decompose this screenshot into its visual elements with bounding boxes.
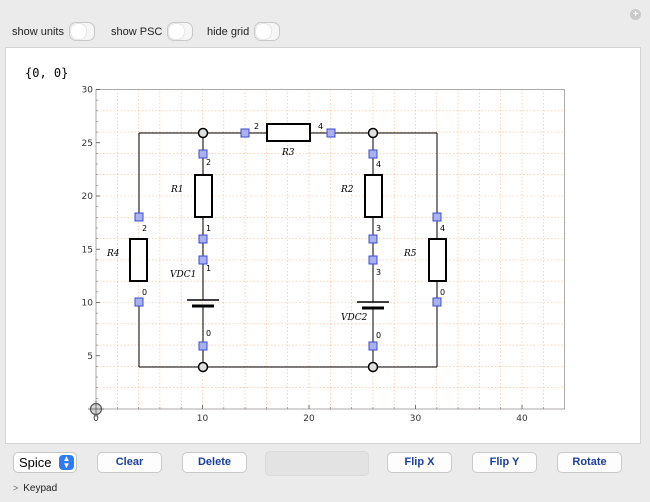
y-tick-label: 15 bbox=[82, 245, 93, 255]
node-label: 1 bbox=[206, 264, 211, 273]
resistor-r2[interactable] bbox=[364, 174, 383, 218]
y-tick-label: 5 bbox=[87, 352, 93, 362]
node-labels: 2 1 1 0 2 4 3 3 0 2 0 4 0 bbox=[142, 122, 445, 340]
terminal-node[interactable] bbox=[368, 234, 378, 244]
junction-node[interactable] bbox=[197, 127, 209, 139]
node-label: 0 bbox=[142, 288, 147, 297]
y-tick-label: 30 bbox=[82, 86, 94, 96]
node-label: 3 bbox=[376, 268, 381, 277]
node-label: 0 bbox=[376, 331, 381, 340]
resistor-r5[interactable] bbox=[428, 238, 447, 282]
node-label: 4 bbox=[318, 122, 323, 131]
name-field[interactable] bbox=[265, 451, 369, 476]
y-tick-label: 20 bbox=[82, 192, 94, 202]
delete-button[interactable]: Delete bbox=[182, 452, 247, 473]
show-psc-control: show PSC bbox=[111, 22, 194, 41]
node-label: 2 bbox=[142, 224, 147, 233]
clear-button[interactable]: Clear bbox=[97, 452, 162, 473]
terminal-node[interactable] bbox=[198, 149, 208, 159]
x-tick-label: 20 bbox=[303, 414, 315, 424]
terminal-node[interactable] bbox=[368, 255, 378, 265]
label-r4: R4 bbox=[106, 249, 120, 259]
label-vdc2: VDC2 bbox=[341, 313, 368, 323]
terminal-node[interactable] bbox=[368, 341, 378, 351]
coordinate-readout: {0, 0} bbox=[25, 66, 69, 80]
x-tick-label: 30 bbox=[410, 414, 422, 424]
chevron-right-icon: > bbox=[13, 483, 19, 493]
terminal-node[interactable] bbox=[134, 212, 144, 222]
label-r2: R2 bbox=[340, 185, 354, 195]
toggle-knob bbox=[256, 24, 272, 39]
label-vdc1: VDC1 bbox=[170, 270, 196, 280]
x-tick-label: 10 bbox=[197, 414, 209, 424]
terminal-node[interactable] bbox=[240, 128, 250, 138]
voltage-source-vdc1[interactable] bbox=[187, 299, 219, 308]
terminal-node[interactable] bbox=[198, 234, 208, 244]
keypad-label: Keypad bbox=[23, 483, 58, 494]
show-units-control: show units bbox=[12, 22, 95, 41]
keypad-toggle[interactable]: > Keypad bbox=[13, 483, 57, 494]
rotate-button[interactable]: Rotate bbox=[557, 452, 622, 473]
node-label: 4 bbox=[376, 160, 381, 169]
toggle-knob bbox=[70, 24, 86, 39]
node-label: 2 bbox=[254, 122, 259, 131]
node-label: 2 bbox=[206, 158, 211, 167]
show-units-toggle[interactable] bbox=[68, 22, 95, 41]
show-psc-label: show PSC bbox=[111, 25, 163, 38]
resistor-r3[interactable] bbox=[266, 123, 311, 142]
terminal-node[interactable] bbox=[198, 255, 208, 265]
label-r5: R5 bbox=[403, 249, 417, 259]
terminal-node[interactable] bbox=[432, 212, 442, 222]
terminal-node[interactable] bbox=[134, 297, 144, 307]
x-tick-label: 0 bbox=[93, 414, 99, 424]
terminals bbox=[134, 128, 442, 351]
chevron-up-down-icon: ▲▼ bbox=[59, 455, 74, 470]
label-r1: R1 bbox=[170, 185, 184, 195]
y-tick-label: 25 bbox=[82, 139, 93, 149]
node-label: 4 bbox=[440, 224, 445, 233]
junction-node[interactable] bbox=[197, 361, 209, 373]
hide-grid-toggle[interactable] bbox=[254, 22, 281, 41]
mode-select-value: Spice bbox=[19, 455, 52, 470]
top-controls: show units show PSC hide grid + bbox=[0, 0, 650, 46]
node-label: 3 bbox=[376, 224, 381, 233]
y-tick-label: 10 bbox=[82, 299, 94, 309]
show-psc-toggle[interactable] bbox=[167, 22, 194, 41]
junction-node[interactable] bbox=[367, 361, 379, 373]
junction-node[interactable] bbox=[367, 127, 379, 139]
wires bbox=[138, 132, 438, 368]
flip-x-button[interactable]: Flip X bbox=[387, 452, 452, 473]
toggle-knob bbox=[169, 24, 185, 39]
node-label: 0 bbox=[440, 288, 445, 297]
flip-y-button[interactable]: Flip Y bbox=[472, 452, 537, 473]
terminal-node[interactable] bbox=[432, 297, 442, 307]
plus-icon[interactable]: + bbox=[630, 9, 641, 20]
resistors bbox=[129, 123, 447, 282]
voltage-sources bbox=[187, 299, 389, 310]
voltage-source-vdc2[interactable] bbox=[357, 301, 389, 310]
resistor-r4[interactable] bbox=[129, 238, 148, 282]
node-label: 1 bbox=[206, 224, 211, 233]
junctions bbox=[197, 127, 379, 373]
circuit-canvas-panel bbox=[5, 47, 641, 444]
component-labels: R1 R2 R3 R4 R5 VDC1 VDC2 bbox=[106, 148, 417, 323]
x-tick-label: 40 bbox=[516, 414, 528, 424]
node-label: 0 bbox=[206, 329, 211, 338]
terminal-node[interactable] bbox=[368, 149, 378, 159]
hide-grid-control: hide grid bbox=[207, 22, 281, 41]
terminal-node[interactable] bbox=[198, 341, 208, 351]
terminal-node[interactable] bbox=[326, 128, 336, 138]
mode-select[interactable]: Spice ▲▼ bbox=[13, 452, 77, 473]
hide-grid-label: hide grid bbox=[207, 25, 250, 38]
resistor-r1[interactable] bbox=[194, 174, 213, 218]
origin-marker[interactable] bbox=[88, 401, 104, 417]
show-units-label: show units bbox=[12, 25, 64, 38]
label-r3: R3 bbox=[281, 148, 295, 158]
